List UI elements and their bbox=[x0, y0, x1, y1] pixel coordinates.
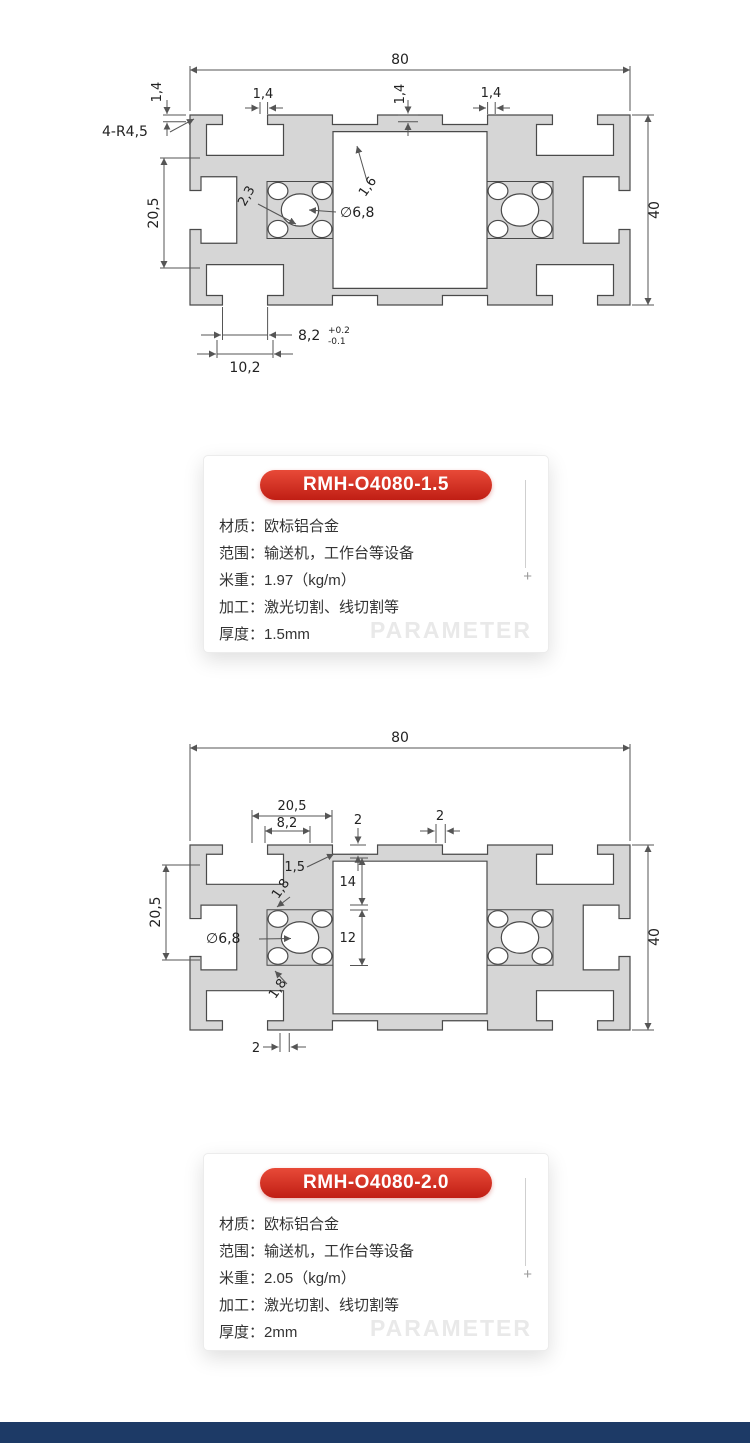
spec-value: 1.5mm bbox=[264, 626, 310, 643]
dimension-lines-1 bbox=[160, 66, 654, 358]
dim-tol-minus: -0.1 bbox=[328, 337, 346, 347]
spec-label: 材质： bbox=[219, 518, 265, 535]
spec-row: 材质：欧标铝合金 bbox=[219, 1211, 533, 1238]
watermark: PARAMETER bbox=[370, 1315, 532, 1341]
parameter-card-1: RMH-O4080-1.5 材质：欧标铝合金 范围：输送机，工作台等设备 米重：… bbox=[203, 455, 549, 653]
dim-82: 8,2 bbox=[277, 816, 298, 831]
spec-value: 欧标铝合金 bbox=[264, 1216, 340, 1233]
spec-label: 范围： bbox=[219, 545, 265, 562]
core-squares bbox=[267, 910, 553, 966]
dim-hole: ∅6,8 bbox=[340, 205, 374, 221]
profile-outline bbox=[190, 115, 630, 305]
dim-205-top: 20,5 bbox=[278, 799, 307, 814]
dim-15: 1,5 bbox=[284, 860, 305, 875]
dim-web: 1,6 bbox=[356, 174, 380, 200]
spec-row: 厚度：1.5mm bbox=[219, 621, 533, 648]
model-badge: RMH-O4080-2.0 bbox=[260, 1168, 492, 1198]
footer-bar bbox=[0, 1422, 750, 1443]
dim-slot-pitch: 10,2 bbox=[229, 360, 260, 376]
core-squares bbox=[267, 182, 553, 239]
spec-row: 范围：输送机，工作台等设备 bbox=[219, 540, 533, 567]
dim-2-a: 2 bbox=[354, 813, 362, 828]
plus-icon: + bbox=[523, 568, 532, 585]
spec-row: 加工：激光切割、线切割等 bbox=[219, 1292, 533, 1319]
technical-drawing-2: 80 20,5 8,2 2 2 1,5 1,8 14 ∅6,8 12 20,5 … bbox=[148, 730, 663, 1056]
dim-12: 12 bbox=[339, 931, 356, 946]
spec-row: 米重：2.05（kg/m） bbox=[219, 1265, 533, 1292]
decor-line bbox=[525, 480, 526, 568]
dim-corner-radius: 4-R4,5 bbox=[102, 124, 148, 140]
plus-icon: + bbox=[523, 1266, 532, 1283]
dimension-lines-2 bbox=[162, 744, 654, 1052]
dim-width: 80 bbox=[391, 730, 409, 746]
dim-14: 14 bbox=[339, 875, 356, 890]
dim-205-left: 20,5 bbox=[148, 896, 164, 927]
spec-row: 范围：输送机，工作台等设备 bbox=[219, 1238, 533, 1265]
technical-drawing-1: 80 1,4 1,4 1,4 1,4 4-R4,5 20,5 2,3 1,6 ∅… bbox=[102, 52, 663, 376]
spec-value: 输送机，工作台等设备 bbox=[264, 545, 415, 562]
dim-height: 40 bbox=[647, 201, 663, 219]
spec-label: 范围： bbox=[219, 1243, 265, 1260]
spec-label: 厚度： bbox=[219, 626, 265, 643]
spec-label: 厚度： bbox=[219, 1324, 265, 1341]
spec-value: 激光切割、线切割等 bbox=[264, 599, 400, 616]
spec-value: 2.05（kg/m） bbox=[264, 1270, 356, 1287]
profile-cross-section-1 bbox=[190, 115, 630, 305]
spec-label: 加工： bbox=[219, 1297, 265, 1314]
spec-rows: 材质：欧标铝合金 范围：输送机，工作台等设备 米重：2.05（kg/m） 加工：… bbox=[219, 1211, 533, 1346]
dim-2-bottom: 2 bbox=[252, 1041, 260, 1056]
spec-row: 加工：激光切割、线切割等 bbox=[219, 594, 533, 621]
dimension-labels-2: 80 20,5 8,2 2 2 1,5 1,8 14 ∅6,8 12 20,5 … bbox=[148, 730, 663, 1056]
parameter-card-2: RMH-O4080-2.0 材质：欧标铝合金 范围：输送机，工作台等设备 米重：… bbox=[203, 1153, 549, 1351]
dim-lip-left: 1,4 bbox=[150, 82, 165, 103]
spec-rows: 材质：欧标铝合金 范围：输送机，工作台等设备 米重：1.97（kg/m） 加工：… bbox=[219, 513, 533, 648]
dim-height: 40 bbox=[647, 928, 663, 946]
spec-label: 米重： bbox=[219, 1270, 265, 1287]
model-badge: RMH-O4080-1.5 bbox=[260, 470, 492, 500]
dim-slot-depth: 20,5 bbox=[146, 197, 162, 228]
spec-label: 加工： bbox=[219, 599, 265, 616]
dim-hole: ∅6,8 bbox=[206, 931, 240, 947]
spec-row: 厚度：2mm bbox=[219, 1319, 533, 1346]
dim-lip-a: 1,4 bbox=[253, 87, 274, 102]
decor-line bbox=[525, 1178, 526, 1266]
dimension-labels-1: 80 1,4 1,4 1,4 1,4 4-R4,5 20,5 2,3 1,6 ∅… bbox=[102, 52, 663, 376]
spec-value: 欧标铝合金 bbox=[264, 518, 340, 535]
dim-lip-c: 1,4 bbox=[481, 86, 502, 101]
spec-label: 材质： bbox=[219, 1216, 265, 1233]
dim-2-b: 2 bbox=[436, 809, 444, 824]
dim-lip-b: 1,4 bbox=[393, 84, 408, 105]
spec-value: 2mm bbox=[264, 1324, 298, 1341]
spec-label: 米重： bbox=[219, 572, 265, 589]
spec-row: 材质：欧标铝合金 bbox=[219, 513, 533, 540]
dim-tol-plus: +0.2 bbox=[328, 326, 350, 336]
watermark: PARAMETER bbox=[370, 617, 532, 643]
profile-outline bbox=[190, 845, 630, 1030]
profile-cross-section-2 bbox=[190, 845, 630, 1030]
spec-value: 输送机，工作台等设备 bbox=[264, 1243, 415, 1260]
spec-row: 米重：1.97（kg/m） bbox=[219, 567, 533, 594]
spec-value: 1.97（kg/m） bbox=[264, 572, 356, 589]
dim-width: 80 bbox=[391, 52, 409, 68]
dim-slot-width: 8,2 bbox=[298, 328, 320, 344]
spec-value: 激光切割、线切割等 bbox=[264, 1297, 400, 1314]
